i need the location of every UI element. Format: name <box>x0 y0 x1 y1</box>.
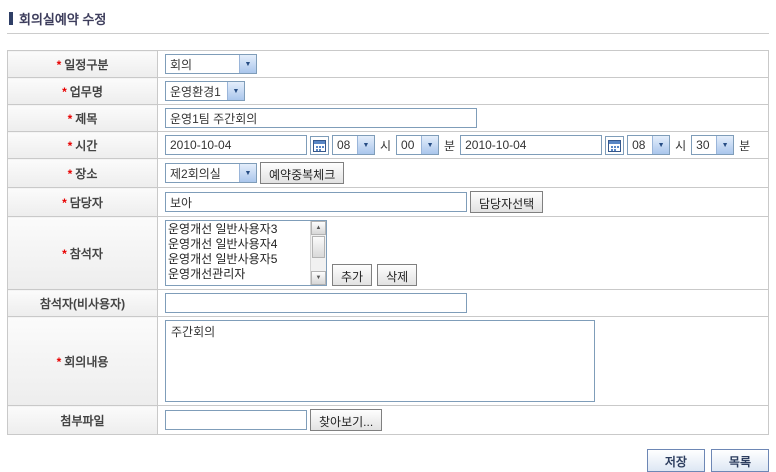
minute-suffix-label: 분 <box>739 138 751 153</box>
table-row-work-name: *업무명 운영환경1 ▼ <box>7 77 769 105</box>
place-select[interactable]: 제2회의실 ▼ <box>165 163 257 183</box>
title-divider <box>7 33 769 34</box>
chevron-down-icon: ▼ <box>227 82 244 100</box>
field-label-manager: *담당자 <box>7 187 158 217</box>
required-mark: * <box>56 354 62 369</box>
field-label-title: *제목 <box>7 104 158 132</box>
attendee-delete-button[interactable]: 삭제 <box>377 264 418 286</box>
field-label-time: *시간 <box>7 131 158 159</box>
hour-suffix-label: 시 <box>675 138 687 153</box>
minute-suffix-label: 분 <box>444 138 456 153</box>
attendee-option[interactable]: 운영개선 일반사용자5 <box>168 252 278 266</box>
required-mark: * <box>62 195 67 210</box>
attendees-nonuser-input[interactable] <box>165 293 467 313</box>
required-mark: * <box>67 138 73 153</box>
table-row-attendees-nonuser: 참석자(비사용자) <box>7 289 769 317</box>
field-label-attachment: 첨부파일 <box>7 405 158 435</box>
chevron-down-icon: ▼ <box>239 55 256 73</box>
end-minute-select[interactable]: 30 ▼ <box>691 135 735 155</box>
attendee-add-button[interactable]: 추가 <box>332 264 373 286</box>
table-row-manager: *담당자 담당자선택 <box>7 187 769 217</box>
required-mark: * <box>62 246 67 261</box>
manager-input[interactable] <box>165 192 467 212</box>
field-label-schedule-type: *일정구분 <box>7 50 158 78</box>
meeting-content-textarea[interactable]: 주간회의 <box>165 320 595 402</box>
chevron-down-icon: ▼ <box>239 164 256 182</box>
field-label-work-name: *업무명 <box>7 77 158 105</box>
table-row-attachment: 첨부파일 찾아보기... <box>7 405 769 435</box>
start-hour-value: 08 <box>337 138 351 152</box>
place-value: 제2회의실 <box>170 166 221 181</box>
attendee-option[interactable]: 운영개선관리자 <box>168 267 246 281</box>
chevron-down-icon: ▼ <box>652 136 670 154</box>
end-date-calendar-button[interactable] <box>605 135 625 155</box>
reservation-form-table: *일정구분 회의 ▼ *업무명 운영환경1 ▼ *제목 <box>7 50 769 435</box>
title-input[interactable] <box>165 108 477 128</box>
scroll-up-icon[interactable]: ▲ <box>311 221 326 235</box>
hour-suffix-label: 시 <box>380 138 392 153</box>
field-label-place: *장소 <box>7 158 158 188</box>
page-title-text: 회의실예약 수정 <box>19 11 107 27</box>
attendees-listbox[interactable]: 운영개선 일반사용자3 운영개선 일반사용자4 운영개선 일반사용자5 운영개선… <box>165 220 327 286</box>
end-hour-select[interactable]: 08 ▼ <box>627 135 671 155</box>
attendee-option[interactable]: 운영개선 일반사용자3 <box>168 222 278 236</box>
scroll-down-icon[interactable]: ▼ <box>311 271 326 285</box>
field-label-attendees: *참석자 <box>7 216 158 290</box>
list-button[interactable]: 목록 <box>710 449 769 472</box>
end-hour-value: 08 <box>632 138 646 152</box>
start-minute-select[interactable]: 00 ▼ <box>396 135 440 155</box>
required-mark: * <box>67 166 73 181</box>
save-button[interactable]: 저장 <box>646 449 705 472</box>
page-title: 회의실예약 수정 <box>9 10 769 27</box>
start-date-input[interactable] <box>165 135 307 155</box>
work-name-select[interactable]: 운영환경1 ▼ <box>165 81 245 101</box>
calendar-icon <box>313 139 326 152</box>
duplicate-check-button[interactable]: 예약중복체크 <box>260 162 345 184</box>
table-row-place: *장소 제2회의실 ▼ 예약중복체크 <box>7 158 769 188</box>
browse-button[interactable]: 찾아보기... <box>310 409 383 431</box>
field-label-content: *회의내용 <box>7 316 158 406</box>
chevron-down-icon: ▼ <box>421 136 439 154</box>
action-bar: 저장 목록 <box>7 449 769 472</box>
required-mark: * <box>67 111 73 126</box>
schedule-type-value: 회의 <box>170 57 193 72</box>
table-row-content: *회의내용 주간회의 <box>7 316 769 406</box>
schedule-type-select[interactable]: 회의 ▼ <box>165 54 257 74</box>
calendar-icon <box>608 139 622 152</box>
table-row-attendees: *참석자 운영개선 일반사용자3 운영개선 일반사용자4 운영개선 일반사용자5… <box>7 216 769 290</box>
listbox-scrollbar[interactable]: ▲ ▼ <box>310 221 326 285</box>
start-minute-value: 00 <box>401 138 415 152</box>
start-date-calendar-button[interactable] <box>310 135 329 155</box>
chevron-down-icon: ▼ <box>357 136 374 154</box>
table-row-time: *시간 08 ▼ 시 00 ▼ 분 <box>7 131 769 159</box>
required-mark: * <box>62 84 67 99</box>
end-minute-value: 30 <box>696 138 710 152</box>
end-date-input[interactable] <box>460 135 603 155</box>
chevron-down-icon: ▼ <box>716 136 734 154</box>
title-accent-bar <box>9 11 13 25</box>
field-label-attendees-nonuser: 참석자(비사용자) <box>7 289 158 317</box>
table-row-schedule-type: *일정구분 회의 ▼ <box>7 50 769 78</box>
scrollbar-thumb[interactable] <box>312 236 325 258</box>
manager-select-button[interactable]: 담당자선택 <box>470 191 544 213</box>
table-row-title: *제목 <box>7 104 769 132</box>
attachment-input[interactable] <box>165 410 307 430</box>
required-mark: * <box>56 57 62 72</box>
work-name-value: 운영환경1 <box>170 84 221 99</box>
attendee-option[interactable]: 운영개선 일반사용자4 <box>168 237 278 251</box>
start-hour-select[interactable]: 08 ▼ <box>332 135 375 155</box>
